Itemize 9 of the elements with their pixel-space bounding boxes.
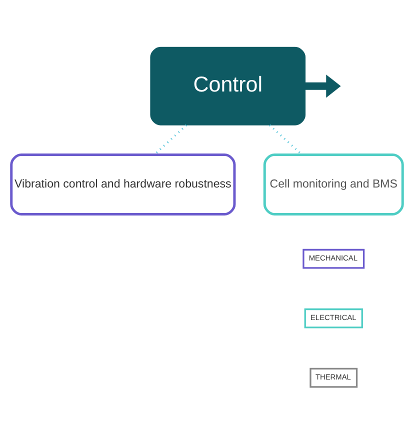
legend-label: MECHANICAL xyxy=(308,253,358,262)
node-box: Cell monitoring and BMS xyxy=(263,152,404,215)
arrow xyxy=(305,74,341,98)
connector xyxy=(154,124,188,155)
node-box: Vibration control and hardware robustness xyxy=(10,152,236,215)
legend-label: ELECTRICAL xyxy=(310,312,356,322)
connector xyxy=(268,124,303,155)
legend-label: THERMAL xyxy=(315,372,351,382)
node-box: Control xyxy=(150,46,306,125)
